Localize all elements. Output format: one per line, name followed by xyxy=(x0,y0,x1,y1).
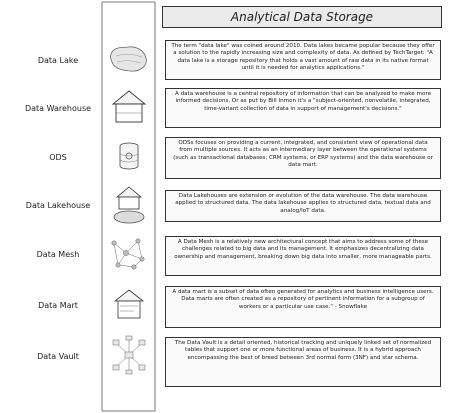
label-data-warehouse: Data Warehouse xyxy=(24,104,92,113)
label-data-mart: Data Mart xyxy=(38,301,78,310)
description-data-vault: The Data Vault is a detail oriented, his… xyxy=(165,337,441,387)
description-data-mesh: A Data Mesh is a relatively new architec… xyxy=(165,236,441,276)
diagram-title: Analytical Data Storage xyxy=(162,6,442,28)
ods-database-icon xyxy=(108,136,150,178)
description-ods: ODSs focuses on providing a current, int… xyxy=(165,137,441,179)
description-data-lakehouse: Data Lakehouses are extension or evoluti… xyxy=(165,190,441,222)
mart-icon xyxy=(108,284,150,326)
label-data-lake: Data Lake xyxy=(37,56,79,65)
description-data-mart: A data mart is a subset of data often ge… xyxy=(165,286,441,328)
mesh-network-icon xyxy=(108,233,150,275)
vault-model-icon xyxy=(108,334,150,376)
lakehouse-icon xyxy=(108,184,150,226)
label-data-mesh: Data Mesh xyxy=(36,250,80,259)
description-data-warehouse: A data warehouse is a central repository… xyxy=(165,88,441,128)
label-ods: ODS xyxy=(49,153,67,162)
description-data-lake: The term "data lake" was coined around 2… xyxy=(165,40,441,80)
label-data-lakehouse: Data Lakehouse xyxy=(25,201,91,210)
warehouse-icon xyxy=(108,86,150,128)
lake-icon xyxy=(108,38,150,80)
label-data-vault: Data Vault xyxy=(37,352,79,361)
